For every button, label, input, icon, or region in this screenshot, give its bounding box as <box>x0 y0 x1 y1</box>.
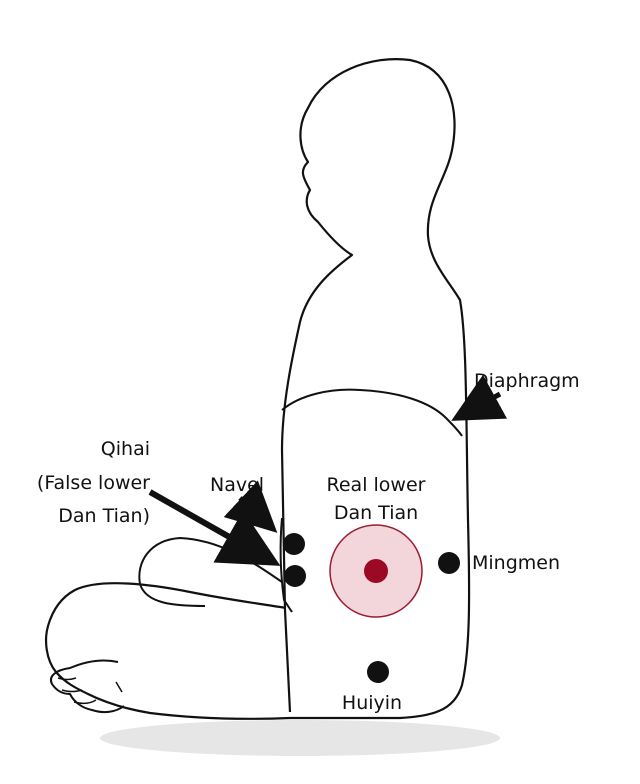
real-dantian-label-line2: Dan Tian <box>333 502 419 524</box>
body-outline <box>280 58 471 720</box>
navel-arrow <box>223 480 278 533</box>
navel-label: Navel <box>210 474 265 496</box>
real-dantian-label-line1: Real lower <box>326 474 426 496</box>
navel-point <box>283 533 305 555</box>
real-dantian-center <box>364 559 388 583</box>
mingmen-point <box>438 552 460 574</box>
qihai-label-line3: Dan Tian) <box>58 505 150 527</box>
qihai-point <box>284 565 306 587</box>
huiyin-label: Huiyin <box>341 692 403 714</box>
huiyin-point <box>367 661 389 683</box>
foot-outline <box>50 659 125 714</box>
mingmen-label: Mingmen <box>472 552 561 574</box>
qihai-arrow <box>148 489 281 566</box>
belly-front-line <box>279 517 293 613</box>
front-leg-outline <box>45 582 291 720</box>
diaphragm-line <box>281 388 463 437</box>
toe-lines <box>57 677 97 705</box>
diaphragm-arrow <box>451 374 508 421</box>
qihai-label-line2: (False lower <box>36 472 150 494</box>
qihai-label-line1: Qihai <box>100 438 150 460</box>
ankle-mark <box>115 681 123 693</box>
diaphragm-label: Diaphragm <box>474 370 580 392</box>
ground-shadow <box>100 720 500 756</box>
